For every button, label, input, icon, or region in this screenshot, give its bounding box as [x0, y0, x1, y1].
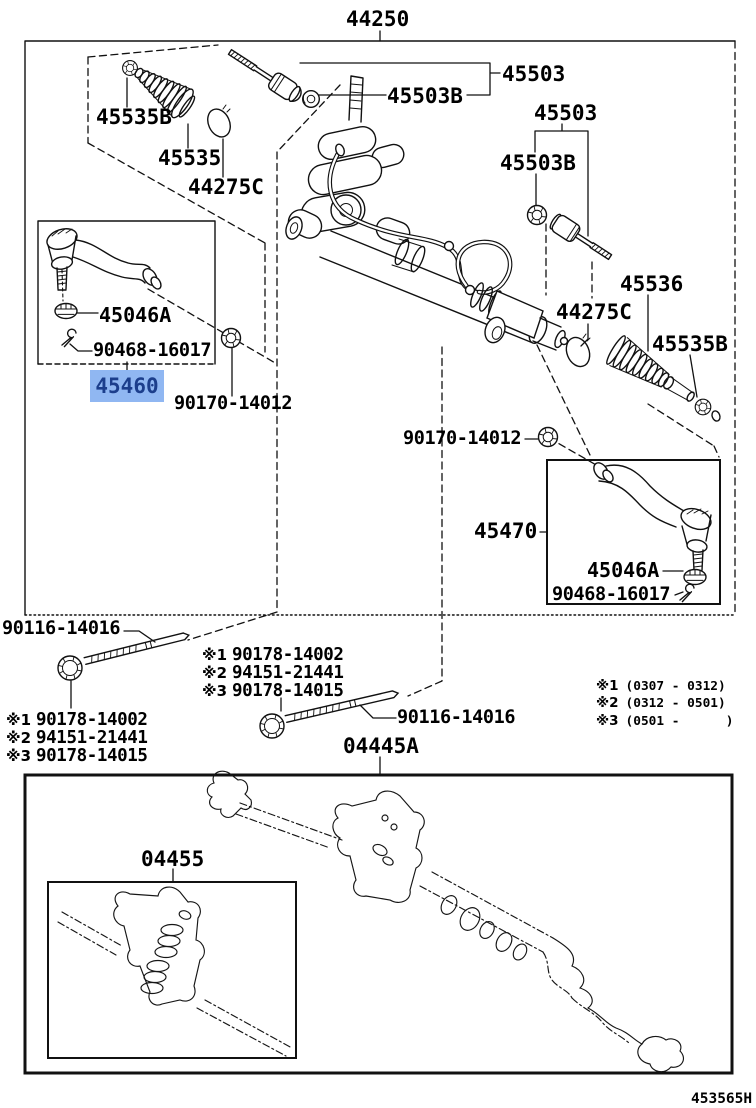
part-number: 90178-14015 [232, 680, 344, 701]
part-label-45535[interactable]: 45535 [158, 146, 222, 170]
part-label-44250[interactable]: 44250 [346, 7, 410, 31]
reference-mark: ※2 [596, 695, 619, 712]
part-label-45046A-right[interactable]: 45046A [587, 558, 660, 582]
part-label-90170-14012-left[interactable]: 90170-14012 [174, 393, 293, 414]
part-label-45503-top[interactable]: 45503 [502, 62, 566, 86]
part-label-04445A[interactable]: 04445A [343, 734, 419, 758]
drawing-number: 453565H [691, 1091, 753, 1107]
date-note-row: ※3 (0501 - ) [596, 713, 733, 730]
part-number: 90178-14002 [36, 710, 148, 730]
part-label-45535B-right[interactable]: 45535B [652, 332, 728, 356]
date-note-row: ※1 (0307 - 0312) [596, 678, 733, 695]
lock-nut-left-drawing [220, 327, 242, 349]
part-label-45503B-right[interactable]: 45503B [500, 151, 576, 175]
reference-mark: ※2 [6, 728, 32, 747]
nut-options-list-center: ※1 90178-14002 ※2 94151-21441 ※3 90178-1… [202, 645, 344, 701]
part-label-90170-14012-right[interactable]: 90170-14012 [403, 428, 522, 449]
nut-option-row[interactable]: ※3 90178-14015 [6, 745, 148, 766]
part-label-45503-right[interactable]: 45503 [534, 101, 598, 125]
gasket-kit-inner-box [47, 881, 297, 1059]
reference-mark: ※1 [596, 678, 619, 694]
part-number: 90178-14002 [232, 645, 344, 665]
reference-mark: ※3 [596, 712, 619, 729]
reference-mark: ※1 [202, 646, 228, 664]
part-number: 90178-14015 [36, 745, 148, 766]
main-assembly-box [24, 40, 736, 616]
part-label-45470[interactable]: 45470 [474, 519, 538, 543]
nut-option-row[interactable]: ※2 94151-21441 [202, 662, 344, 683]
rack-assembly-drawing [285, 75, 569, 351]
rack-end-group-right [526, 204, 613, 261]
part-number: 94151-21441 [232, 662, 344, 683]
assembly-zone-dashed-lines [87, 44, 720, 697]
nut-option-row[interactable]: ※3 90178-14015 [202, 680, 344, 701]
nut-option-row[interactable]: ※1 90178-14002 [6, 710, 148, 730]
date-range: (0312 - 0501) [625, 696, 726, 712]
part-label-90468-16017-left[interactable]: 90468-16017 [93, 340, 212, 361]
lock-nut-right-drawing [537, 426, 559, 448]
leader-lines [69, 30, 698, 882]
mount-bolt-top-drawing [57, 632, 191, 681]
part-label-44275C-left[interactable]: 44275C [188, 175, 264, 199]
part-number: 94151-21441 [36, 727, 148, 748]
part-label-45503B-left[interactable]: 45503B [387, 84, 463, 108]
nut-options-list-left: ※1 90178-14002 ※2 94151-21441 ※3 90178-1… [6, 710, 148, 766]
part-label-45460-selected[interactable]: 45460 [90, 370, 164, 402]
tie-rod-end-left-drawing [46, 228, 162, 348]
nut-option-row[interactable]: ※2 94151-21441 [6, 727, 148, 748]
date-range: (0501 - ) [625, 713, 734, 729]
boot-group-right [565, 333, 721, 422]
part-label-90116-14016-bottom[interactable]: 90116-14016 [397, 707, 516, 728]
part-label-44275C-right[interactable]: 44275C [556, 300, 632, 324]
reference-mark: ※1 [6, 711, 32, 729]
part-label-90116-14016-top[interactable]: 90116-14016 [2, 618, 121, 639]
boot-group-left [122, 60, 231, 138]
gasket-kit-box [23, 773, 734, 1075]
part-label-45536[interactable]: 45536 [620, 272, 684, 296]
mount-bolt-bottom-drawing [259, 690, 400, 739]
rack-end-group-left [227, 48, 321, 109]
part-label-04455[interactable]: 04455 [141, 847, 205, 871]
part-label-45535B-left[interactable]: 45535B [96, 105, 172, 129]
reference-mark: ※3 [6, 746, 32, 765]
gasket-kit-ghost-drawing [206, 770, 684, 1073]
reference-mark: ※3 [202, 681, 228, 700]
date-range-notes: ※1 (0307 - 0312) ※2 (0312 - 0501) ※3 (05… [596, 678, 733, 730]
gasket-kit-inner-ghost-drawing [57, 886, 293, 1057]
nut-option-row[interactable]: ※1 90178-14002 [202, 645, 344, 665]
part-label-90468-16017-right[interactable]: 90468-16017 [552, 584, 671, 605]
reference-mark: ※2 [202, 663, 228, 682]
date-range: (0307 - 0312) [625, 679, 726, 694]
part-label-45046A-left[interactable]: 45046A [99, 303, 172, 327]
tie-rod-end-right-drawing [593, 462, 712, 603]
date-note-row: ※2 (0312 - 0501) [596, 695, 733, 712]
